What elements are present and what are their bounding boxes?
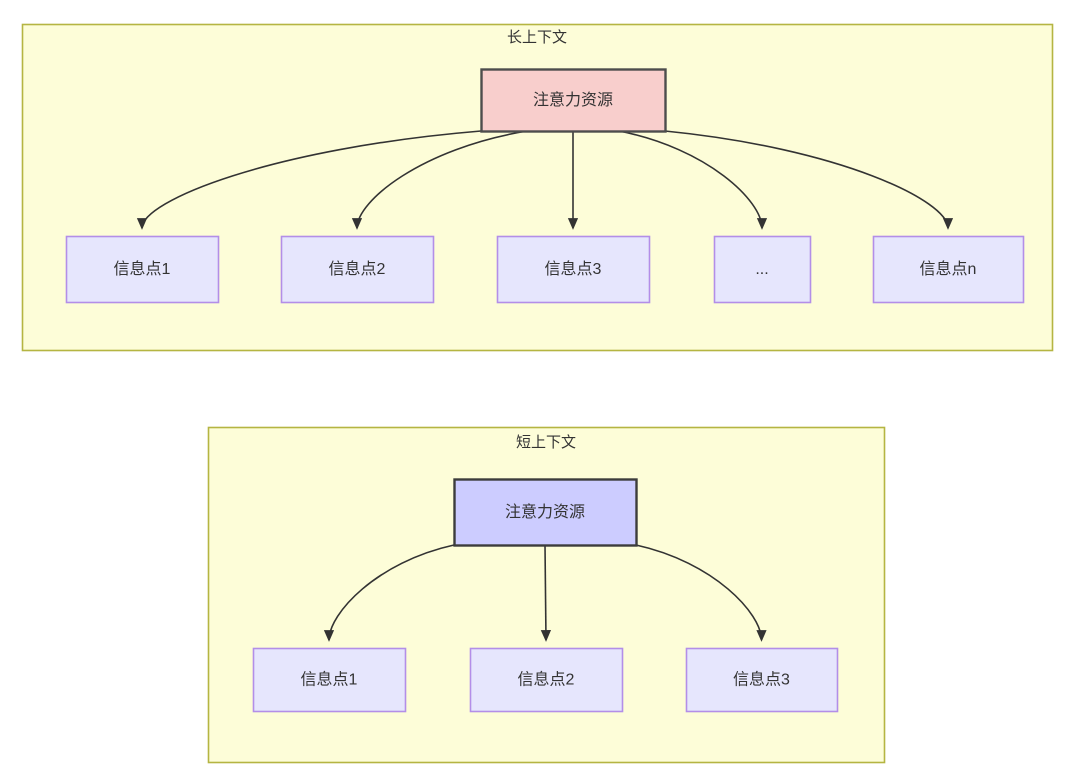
attention-resource-box-long-context[interactable]: [480, 68, 667, 133]
edge-root-to-child-4: [618, 130, 768, 230]
info-node-box-5-long-context[interactable]: [872, 235, 1025, 304]
edge-root-to-child-5: [664, 130, 954, 230]
info-node-box-3-short-context[interactable]: [685, 647, 839, 713]
info-node-label-2-long-context: 信息点2: [329, 260, 386, 278]
info-node-label-1-short-context: 信息点1: [301, 671, 358, 689]
info-node-label-4-long-context: ...: [755, 261, 768, 278]
edge-root-to-child-1: [136, 130, 482, 230]
info-node-box-2-long-context[interactable]: [280, 235, 435, 304]
info-node-box-4-long-context[interactable]: [713, 235, 812, 304]
edge-root-to-child-2: [351, 130, 528, 230]
info-node-box-1-short-context[interactable]: [252, 647, 407, 713]
info-node-label-1-long-context: 信息点1: [114, 260, 171, 278]
edge-root-to-child-2: [540, 544, 552, 642]
attention-resource-label-short-context: 注意力资源: [505, 502, 585, 521]
attention-resource-box-short-context[interactable]: [453, 478, 638, 547]
edge-root-to-child-1: [323, 544, 455, 642]
info-node-box-2-short-context[interactable]: [469, 647, 624, 713]
info-node-label-2-short-context: 信息点2: [518, 671, 575, 689]
edge-root-to-child-3: [635, 544, 767, 642]
group-title-short-context: 短上下文: [516, 434, 576, 451]
info-node-box-1-long-context[interactable]: [65, 235, 220, 304]
info-node-label-3-long-context: 信息点3: [545, 260, 602, 278]
attention-resource-label-long-context: 注意力资源: [533, 90, 613, 109]
info-node-label-5-long-context: 信息点n: [920, 260, 977, 278]
group-title-long-context: 长上下文: [507, 29, 567, 46]
info-node-box-3-long-context[interactable]: [496, 235, 651, 304]
info-node-label-3-short-context: 信息点3: [733, 671, 790, 689]
